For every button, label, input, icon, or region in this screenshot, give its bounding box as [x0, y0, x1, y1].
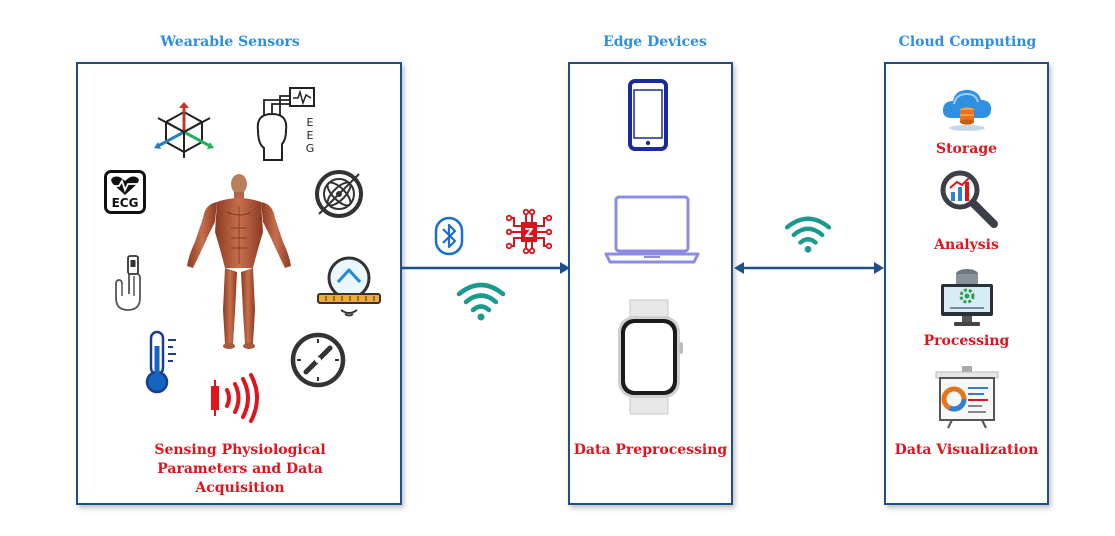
wearable-sensors-title: Wearable Sensors	[160, 34, 300, 50]
smartwatch-icon	[618, 299, 683, 415]
cloud-item-storage: Storage	[935, 141, 998, 157]
analysis-magnifier-icon	[940, 170, 998, 228]
wifi-icon-cloud-link	[784, 216, 832, 253]
edge-caption: Data Preprocessing	[573, 442, 728, 458]
wearable-caption: Sensing Physiological Parameters and Dat…	[154, 442, 326, 496]
accelerometer-3axis-icon	[154, 102, 214, 158]
cloud-item-data-visualization: Data Visualization	[894, 442, 1039, 458]
svg-text:Z: Z	[525, 226, 534, 240]
arrow-sensors-to-edge	[402, 262, 570, 274]
cloud-item-processing: Processing	[923, 333, 1010, 349]
ecg-icon: ECG	[104, 170, 146, 214]
pulse-oximeter-finger-icon	[115, 255, 141, 311]
vibration-sensor-icon	[211, 373, 259, 423]
thermometer-icon	[145, 330, 176, 394]
cloud-storage-icon	[942, 90, 991, 131]
human-anatomy-figure	[187, 174, 291, 349]
bluetooth-icon	[434, 216, 464, 256]
eeg-letter: E	[306, 129, 314, 142]
processing-monitor-icon	[941, 269, 993, 326]
eeg-letter: G	[305, 142, 315, 155]
ecg-label: ECG	[111, 196, 139, 210]
edge-devices-title: Edge Devices	[603, 34, 707, 50]
compass-icon	[290, 332, 346, 388]
wifi-icon	[456, 282, 506, 321]
eeg-letter: E	[306, 116, 314, 129]
smartphone-icon	[628, 79, 668, 151]
eeg-head-icon: E E G	[252, 86, 324, 166]
data-visualization-board-icon	[935, 366, 999, 429]
gyroscope-icon	[315, 170, 363, 218]
zigbee-chip-icon: Z	[506, 208, 552, 254]
cloud-computing-title: Cloud Computing	[898, 34, 1037, 50]
laptop-icon	[604, 195, 700, 264]
double-arrow-edge-cloud	[734, 262, 884, 274]
smart-ring-sensor-icon	[317, 256, 381, 317]
cloud-item-analysis: Analysis	[934, 237, 999, 253]
